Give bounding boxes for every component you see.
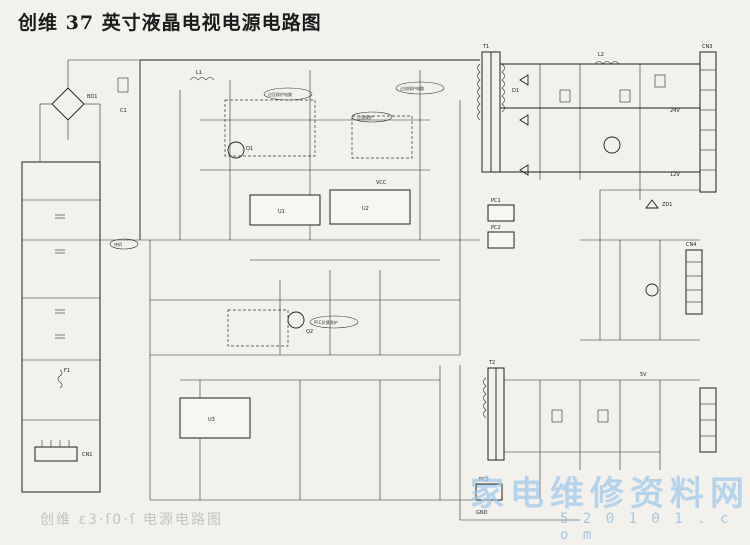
l2-label: L2 [598, 52, 604, 58]
callouts: 过压保护电路 过流保护电路 过流保护 PFC反馈保护 待机 [109, 81, 445, 329]
ic-sb-label: U3 [208, 417, 215, 423]
standby-secondary: 5V [459, 365, 700, 521]
l1-label: L1 [196, 70, 202, 76]
opto3-label: PC3 [479, 477, 489, 483]
v24-label: 24V [670, 108, 680, 114]
watermark-url: 5 2 0 1 0 1 . c o m [560, 511, 732, 543]
output-connector-main [699, 51, 717, 193]
q2-label: Q2 [306, 329, 313, 335]
d1-label: D1 [512, 88, 519, 94]
main-transformer: T1 [477, 44, 505, 173]
ic-main-label: U1 [278, 209, 285, 215]
opto1-label: PC1 [491, 198, 501, 204]
gnd-label: GND [476, 510, 488, 516]
protection-blocks [224, 99, 413, 347]
callout-overcurrent: 过流保护 [357, 114, 373, 120]
t2-label: T2 [488, 360, 495, 366]
ic-pfc-label: U2 [362, 206, 369, 212]
callout-standby: 待机 [114, 241, 122, 247]
bridge-label: BD1 [87, 94, 97, 100]
vcc-label: VCC [376, 180, 387, 186]
main-controller-ic: U1 U2 U3 [179, 189, 411, 439]
v5-label: 5V [640, 372, 647, 378]
callout-ovp: 过压保护电路 [268, 91, 292, 97]
input-section: CN1 F1 [21, 161, 101, 493]
cn4-label: CN4 [686, 242, 696, 248]
t1-label: T1 [482, 44, 489, 50]
cn3-label: CN3 [702, 44, 712, 50]
fuse-label: F1 [64, 368, 70, 374]
misc-labels: VCC L1 C1 GND [117, 70, 488, 516]
connector-label: CN1 [82, 452, 92, 458]
opto2-label: PC2 [491, 225, 501, 231]
callout-bridge-protect: 过流保护电路 [400, 85, 424, 91]
ac-input-connector [34, 446, 78, 462]
callout-pfc: PFC反馈保护 [314, 319, 338, 325]
watermark-brand: 家电维修资料网 [470, 474, 750, 514]
output-connectors: CN3 CN4 [685, 44, 717, 453]
v12-label: 12V [670, 172, 680, 178]
bleed-through-text: 创维 ε3·ſ0·ſ 电源电路图 [40, 512, 224, 528]
main-wiring [100, 59, 480, 501]
output-connector-sb [685, 249, 703, 315]
transistors: Q1 Q2 [227, 136, 659, 335]
page-title: 创维 37 英寸液晶电视电源电路图 [18, 12, 322, 34]
optocouplers: PC1 PC2 PC3 [475, 198, 515, 501]
zener-label: ZD1 [662, 202, 672, 208]
input-filter-box [21, 161, 101, 493]
q1-label: Q1 [246, 146, 253, 152]
bridge-rectifier: BD1 [39, 59, 140, 162]
standby-transformer: T2 [483, 360, 505, 461]
c1-label: C1 [120, 108, 127, 114]
secondary-outputs: D1 ZD1 L2 24V 12V [500, 52, 700, 341]
